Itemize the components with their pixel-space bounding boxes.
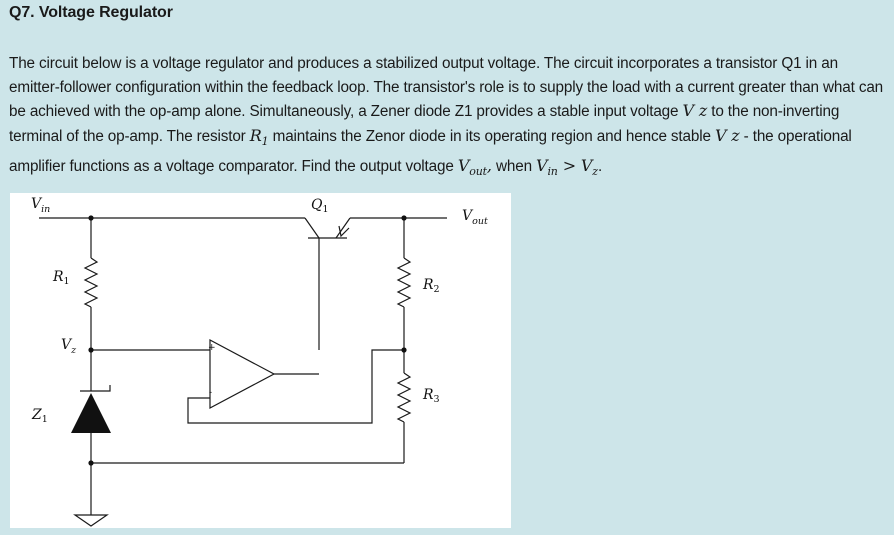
question-text-part: to the non-inverting terminal of the op-… — [9, 103, 840, 145]
label-z1: Z1 — [32, 407, 48, 425]
circuit-diagram: Vin Q1 Vout R1 R2 Vz R3 Z1 + - — [10, 193, 511, 528]
opamp-minus-label: - — [209, 388, 213, 398]
zener-triangle — [71, 393, 111, 433]
label-vout: Vout — [462, 208, 488, 227]
label-r1: R1 — [53, 269, 70, 287]
math-vz: V z — [714, 125, 740, 145]
label-q1: Q1 — [311, 197, 329, 215]
zener-diode-z1 — [80, 385, 111, 392]
question-text-part: - the operational amplifier functions as… — [9, 127, 852, 175]
junction-dot — [401, 347, 407, 353]
feedback-wire — [187, 349, 404, 424]
label-vin: Vin — [31, 196, 51, 215]
junction-dot — [88, 460, 94, 466]
junction-dot — [401, 215, 407, 221]
ground-symbol — [73, 514, 109, 527]
question-text-part: when — [491, 157, 537, 175]
math-r1: R1 — [249, 125, 269, 148]
label-r2: R2 — [423, 277, 440, 295]
resistor-r1 — [83, 257, 99, 308]
circuit-schematic — [39, 215, 447, 527]
resistor-r2 — [396, 257, 412, 308]
math-vout: Vout, — [457, 155, 492, 178]
question-text-part: The circuit below is a voltage regulator… — [9, 55, 884, 121]
question-text: The circuit below is a voltage regulator… — [9, 52, 887, 183]
question-text-part: . — [597, 157, 603, 175]
question-title: Q7. Voltage Regulator — [9, 4, 173, 21]
op-amp — [209, 339, 276, 409]
question-text-part: maintains the Zenor diode in its operati… — [268, 127, 715, 145]
junction-dot — [88, 215, 94, 221]
math-vin-gt-vz: Vin > Vz — [536, 155, 598, 178]
junction-dot — [88, 347, 94, 353]
resistor-r3 — [396, 372, 412, 423]
label-vz: Vz — [61, 337, 77, 356]
opamp-plus-label: + — [208, 343, 216, 353]
transistor-q1 — [304, 217, 351, 350]
label-r3: R3 — [423, 387, 440, 405]
math-vz: V z — [682, 101, 708, 121]
